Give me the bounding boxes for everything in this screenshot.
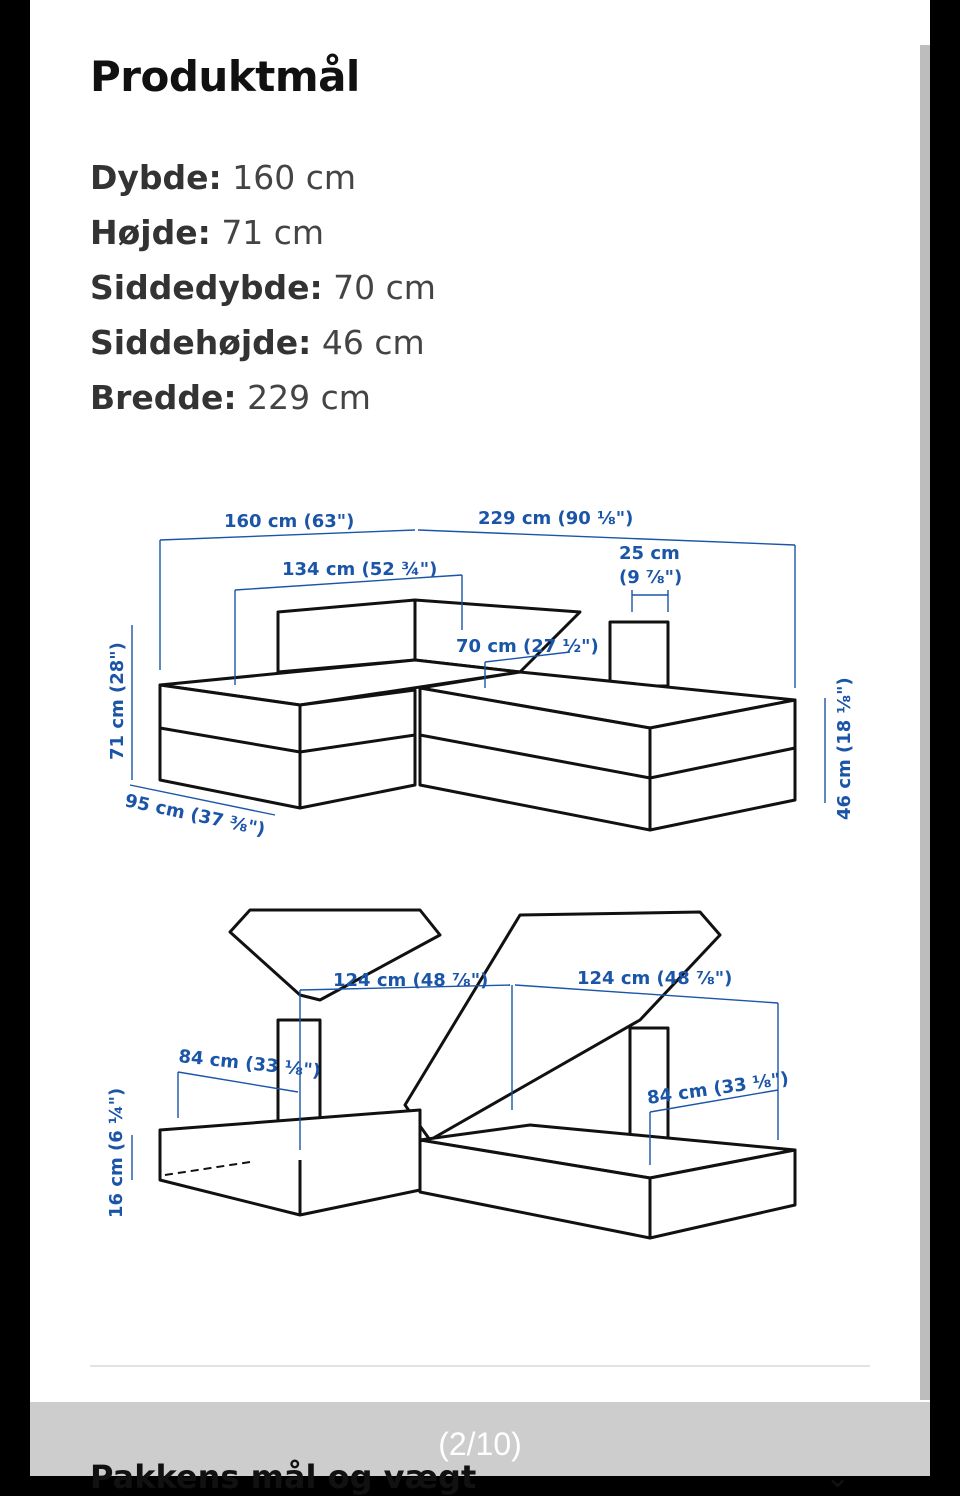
dim-seat-height-46: 46 cm (18 ⅛") [834, 677, 855, 820]
spec-seat-depth: Siddedybde: 70 cm [90, 268, 436, 307]
dim-width-229: 229 cm (90 ⅛") [478, 508, 633, 529]
dim-storage-height-16: 16 cm (6 ¼") [106, 1088, 127, 1218]
dim-depth-160: 160 cm (63") [224, 511, 354, 532]
page-title: Produktmål [90, 52, 360, 101]
spec-depth: Dybde: 160 cm [90, 158, 357, 197]
dim-arm-25: 25 cm [619, 543, 680, 564]
dim-left-open-124: 124 cm (48 ⅞") [333, 970, 488, 991]
dimension-list: Dybde: 160 cm Højde: 71 cm Siddedybde: 7… [90, 155, 436, 430]
dim-arm-inches: (9 ⅞") [619, 567, 682, 588]
next-section-accordion[interactable]: Pakkens mål og vægt (2/10) ⌄ [30, 1402, 930, 1496]
spec-seat-height: Siddehøjde: 46 cm [90, 323, 425, 362]
next-section-title[interactable]: Pakkens mål og vægt [90, 1458, 477, 1496]
dim-height-71: 71 cm (28") [107, 642, 128, 760]
sofa-drawing [158, 598, 797, 832]
chevron-down-icon[interactable]: ⌄ [825, 1460, 851, 1495]
divider [90, 1365, 870, 1367]
spec-height: Højde: 71 cm [90, 213, 325, 252]
dimension-lines [129, 529, 826, 1180]
storage-drawing [158, 908, 797, 1240]
spec-width: Bredde: 229 cm [90, 378, 371, 417]
scrollbar[interactable] [920, 45, 930, 1400]
dim-inner-134: 134 cm (52 ¾") [282, 559, 437, 580]
dim-right-open-124: 124 cm (48 ⅞") [577, 968, 732, 989]
dim-seat-depth-70: 70 cm (27 ½") [456, 636, 599, 657]
image-counter: (2/10) [438, 1426, 522, 1462]
